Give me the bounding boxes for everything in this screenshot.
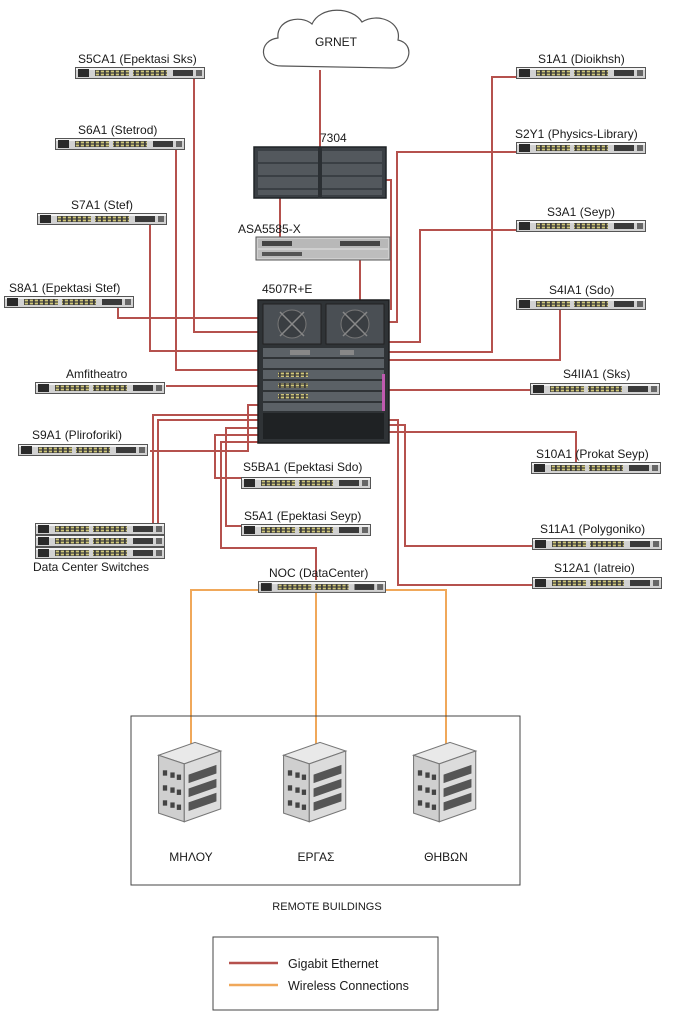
switch-label: S5BA1 (Epektasi Sdo) bbox=[243, 460, 362, 474]
building-label: ΜΗΛΟΥ bbox=[169, 850, 212, 864]
datacenter-switches: Data Center Switches bbox=[33, 523, 165, 574]
grnet-label: GRNET bbox=[315, 35, 358, 49]
link-s3a1 bbox=[389, 229, 518, 343]
legend-label: Gigabit Ethernet bbox=[288, 957, 379, 971]
switch-label: S7A1 (Stef) bbox=[71, 198, 133, 212]
switch-label: S11A1 (Polygoniko) bbox=[540, 522, 645, 536]
switch-s9a1: S9A1 (Pliroforiki) bbox=[18, 428, 148, 456]
link-s4ia1 bbox=[389, 307, 561, 361]
link-datacenter-a bbox=[152, 414, 258, 529]
switch-label: S3A1 (Seyp) bbox=[547, 205, 615, 219]
wireless-thivon bbox=[386, 589, 447, 770]
switch-label: S2Y1 (Physics-Library) bbox=[515, 127, 638, 141]
switch-s4iia1: S4IIA1 (Sks) bbox=[530, 367, 660, 395]
grnet-cloud: GRNET bbox=[262, 9, 410, 69]
link-router-core bbox=[386, 179, 392, 310]
link-s5ca1 bbox=[193, 77, 258, 333]
center-access-switches: S5BA1 (Epektasi Sdo) S5A1 (Epektasi Seyp… bbox=[241, 460, 371, 536]
building-ergas: ΕΡΓΑΣ bbox=[283, 741, 347, 864]
legend-label: Wireless Connections bbox=[288, 979, 409, 993]
legend-item-wireless: Wireless Connections bbox=[229, 979, 409, 993]
switch-s2y1: S2Y1 (Physics-Library) bbox=[515, 127, 646, 154]
switch-label: S4IA1 (Sdo) bbox=[549, 283, 614, 297]
switch-label: S1A1 (Dioikhsh) bbox=[538, 52, 625, 66]
firewall-label: ASA5585-X bbox=[238, 222, 301, 236]
link-s2y1 bbox=[389, 151, 518, 323]
link-noc bbox=[220, 441, 317, 580]
switch-s8a1: S8A1 (Epektasi Stef) bbox=[4, 281, 134, 308]
left-access-switches: S5CA1 (Epektasi Sks) S6A1 (Stetrod) S7A1… bbox=[4, 52, 205, 574]
switch-s4ia1: S4IA1 (Sdo) bbox=[516, 283, 646, 310]
switch-s10a1: S10A1 (Prokat Seyp) bbox=[531, 447, 661, 474]
building-label: ΕΡΓΑΣ bbox=[298, 850, 335, 864]
switch-label: S10A1 (Prokat Seyp) bbox=[536, 447, 649, 461]
building-thivon: ΘΗΒΩΝ bbox=[413, 741, 477, 864]
link-s10a1 bbox=[389, 431, 577, 468]
switch-label: S8A1 (Epektasi Stef) bbox=[9, 281, 120, 295]
firewall-asa5585x: ASA5585-X bbox=[238, 222, 391, 261]
switch-s7a1: S7A1 (Stef) bbox=[37, 198, 167, 225]
link-s7a1 bbox=[149, 223, 258, 352]
link-s12a1 bbox=[389, 419, 533, 586]
noc-switch: NOC (DataCenter) bbox=[258, 566, 386, 593]
datacenter-label: Data Center Switches bbox=[33, 560, 149, 574]
link-s8a1 bbox=[117, 304, 258, 319]
switch-s6a1: S6A1 (Stetrod) bbox=[55, 123, 185, 150]
core-switch-label: 4507R+E bbox=[262, 282, 312, 296]
switch-s5ca1: S5CA1 (Epektasi Sks) bbox=[75, 52, 205, 79]
router-label: 7304 bbox=[320, 131, 347, 145]
switch-label: S12A1 (Iatreio) bbox=[554, 561, 635, 575]
switch-label: S4IIA1 (Sks) bbox=[563, 367, 630, 381]
wireless-milou bbox=[190, 589, 258, 770]
switch-label: Amfitheatro bbox=[66, 367, 128, 381]
remote-buildings-title: REMOTE BUILDINGS bbox=[272, 901, 381, 913]
building-label: ΘΗΒΩΝ bbox=[424, 850, 468, 864]
switch-s11a1: S11A1 (Polygoniko) bbox=[532, 522, 662, 550]
switch-label: S5CA1 (Epektasi Sks) bbox=[78, 52, 197, 66]
link-datacenter-b bbox=[157, 419, 258, 543]
link-s11a1 bbox=[389, 424, 533, 547]
link-s6a1 bbox=[175, 148, 258, 371]
switch-label: S6A1 (Stetrod) bbox=[78, 123, 157, 137]
switch-label: S5A1 (Epektasi Seyp) bbox=[244, 509, 361, 523]
switch-label: S9A1 (Pliroforiki) bbox=[32, 428, 122, 442]
switch-amfitheatro: Amfitheatro bbox=[35, 367, 165, 394]
right-access-switches: S1A1 (Dioikhsh) S2Y1 (Physics-Library) S… bbox=[515, 52, 662, 589]
noc-label: NOC (DataCenter) bbox=[269, 566, 368, 580]
wireless-links bbox=[190, 589, 447, 770]
router-7304: 7304 bbox=[253, 131, 387, 199]
link-s1a1 bbox=[389, 76, 518, 353]
link-s5ba1 bbox=[214, 434, 262, 479]
building-milou: ΜΗΛΟΥ bbox=[158, 741, 222, 864]
switch-s12a1: S12A1 (Iatreio) bbox=[532, 561, 662, 589]
switch-s1a1: S1A1 (Dioikhsh) bbox=[516, 52, 646, 79]
switch-s5a1: S5A1 (Epektasi Seyp) bbox=[241, 509, 371, 536]
legend-item-ethernet: Gigabit Ethernet bbox=[229, 957, 379, 971]
switch-s5ba1: S5BA1 (Epektasi Sdo) bbox=[241, 460, 371, 489]
legend: Gigabit Ethernet Wireless Connections bbox=[212, 936, 439, 1011]
core-switch-4507re: 4507R+E bbox=[257, 282, 390, 444]
switch-s3a1: S3A1 (Seyp) bbox=[516, 205, 646, 232]
remote-buildings-box: ΜΗΛΟΥ ΕΡΓΑΣ ΘΗΒΩΝ REMOTE BUILDINGS bbox=[130, 715, 521, 913]
